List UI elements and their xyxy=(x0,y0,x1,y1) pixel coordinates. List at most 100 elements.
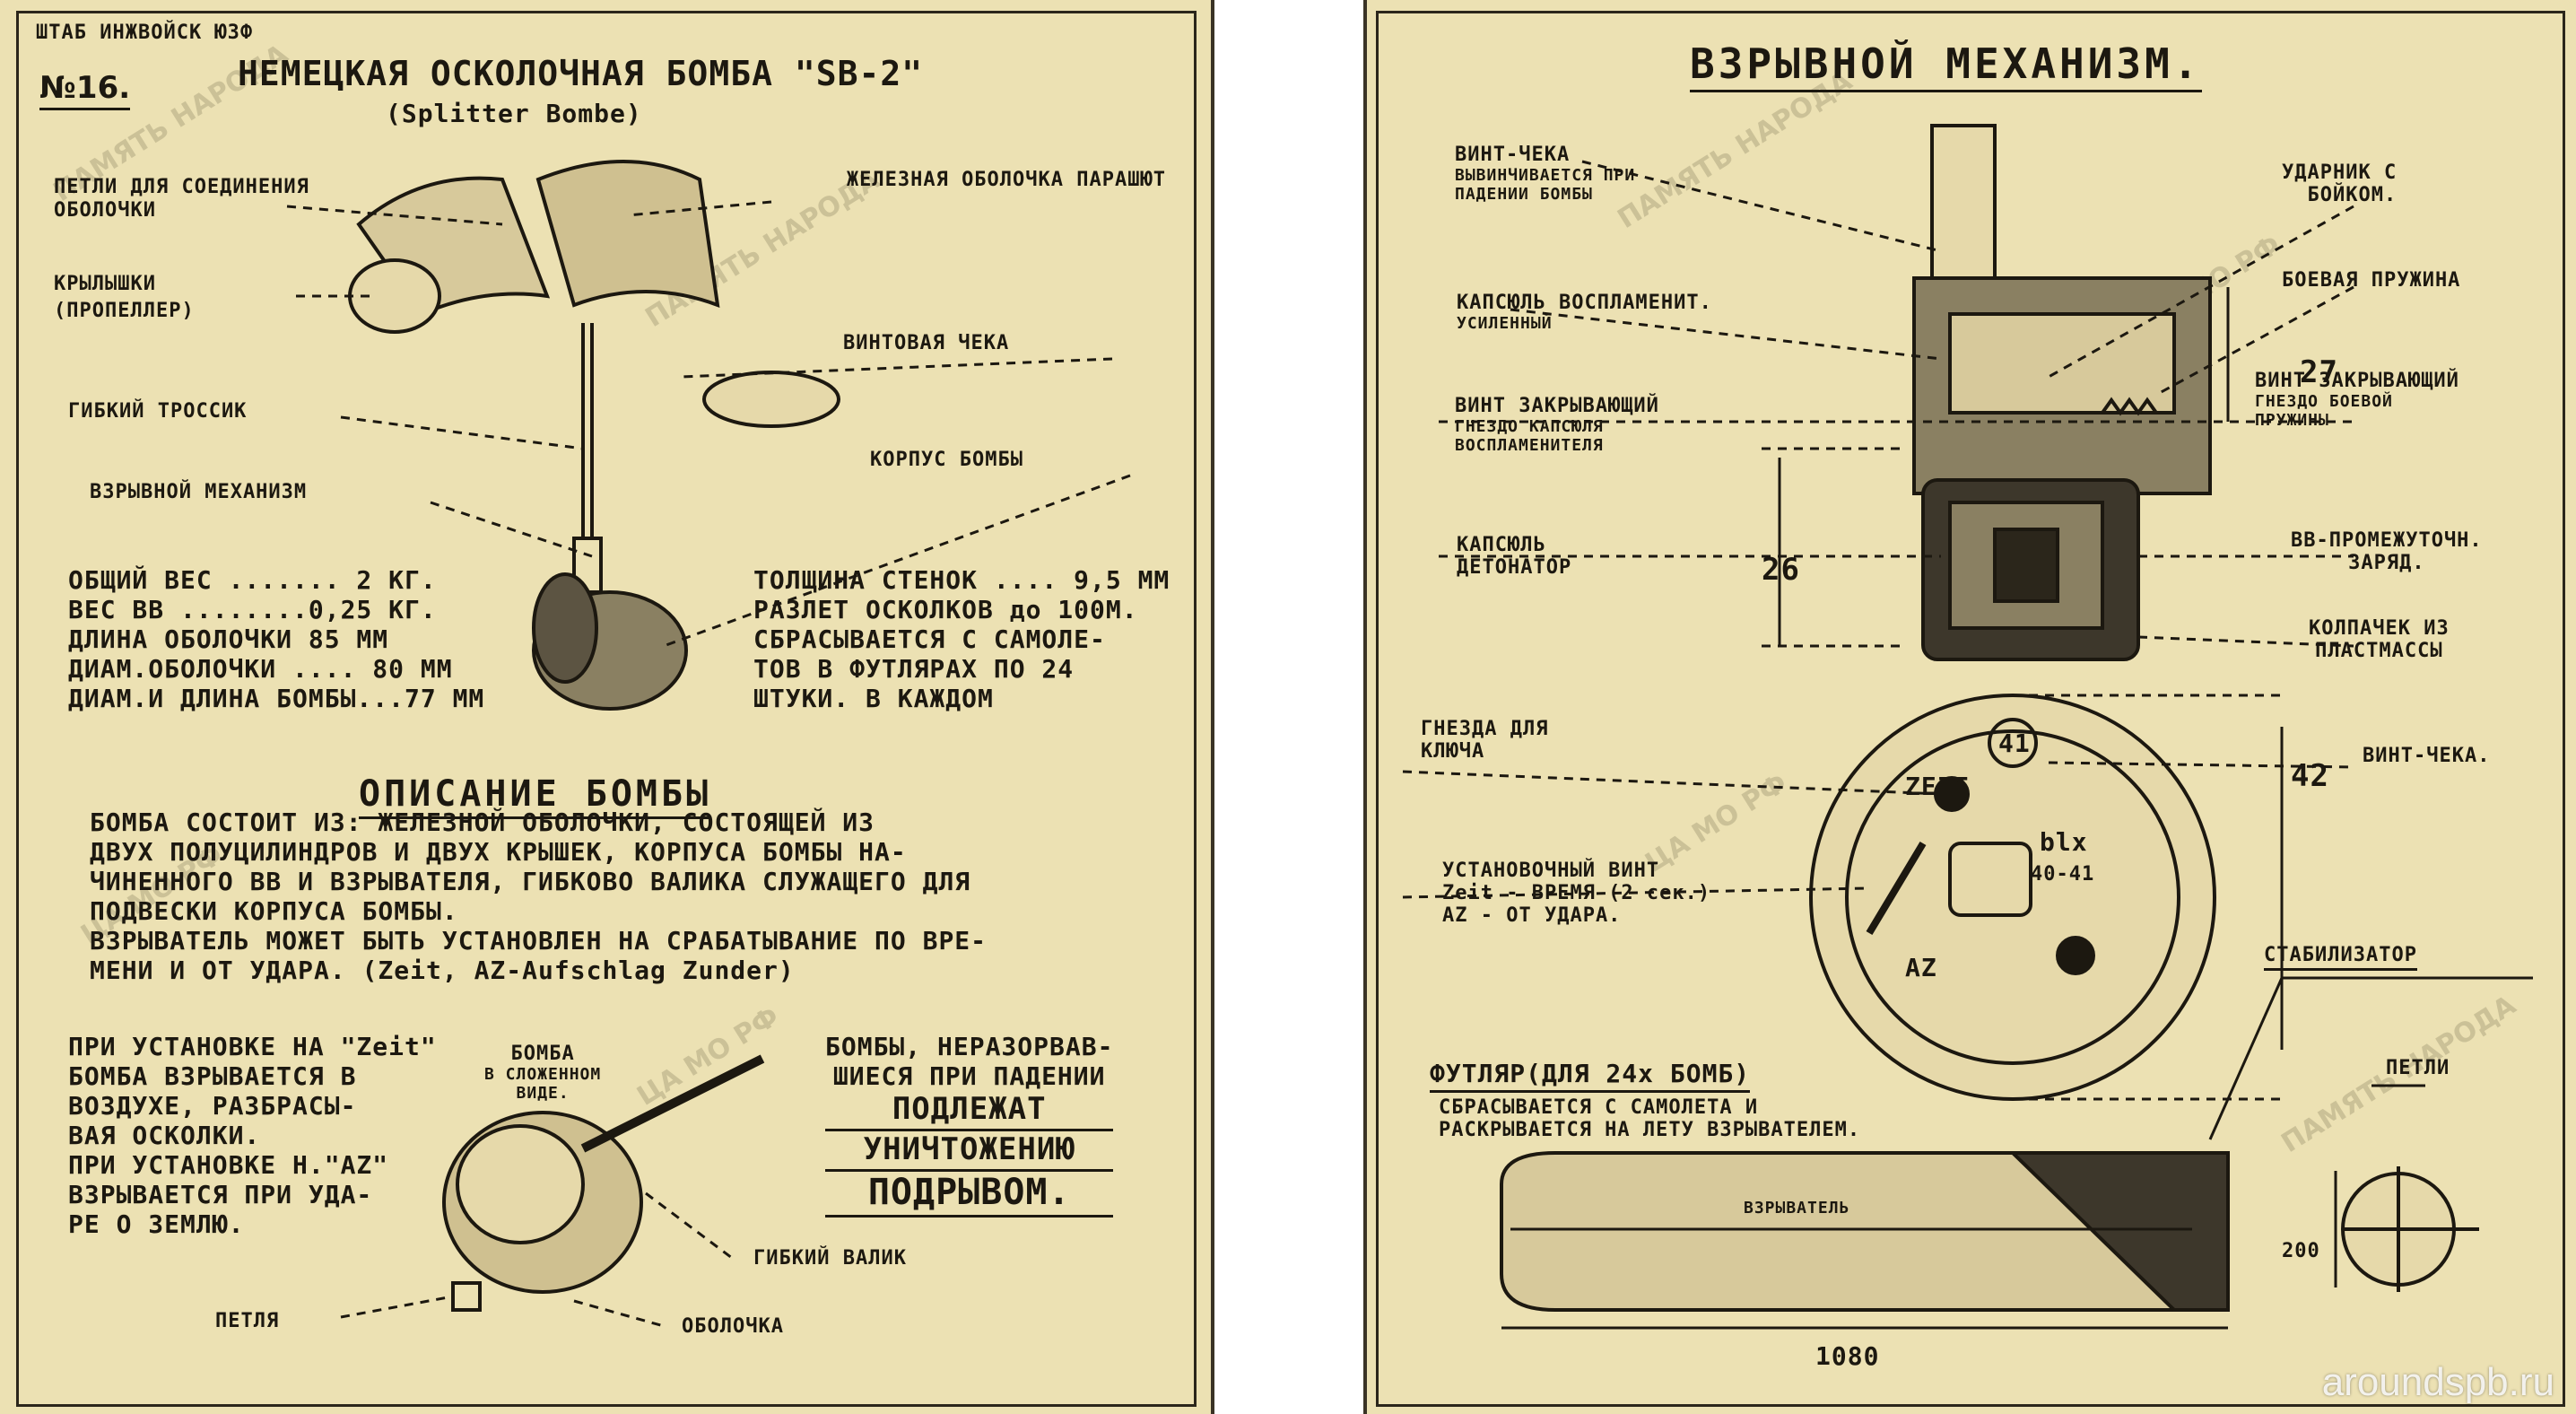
label-flexible-shaft: ГИБКИЙ ВАЛИК xyxy=(753,1247,907,1270)
label-line: ВВ-ПРОМЕЖУТОЧН. xyxy=(2291,529,2483,552)
right-poster-sheet: ПАМЯТЬ НАРОДА ЦА МО РФ ЦА МО РФ ПАМЯТЬ Н… xyxy=(1363,0,2576,1414)
spec-line: ВЕС ВВ ........0,25 КГ. xyxy=(68,595,437,624)
label-line: БОМБА xyxy=(510,1043,575,1065)
spec-line: РАЗЛЕТ ОСКОЛКОВ до 100М. xyxy=(753,595,1138,624)
note-line: БОМБА ВЗРЫВАЕТСЯ В xyxy=(68,1061,357,1091)
poster-title: НЕМЕЦКАЯ ОСКОЛОЧНАЯ БОМБА "SB-2" xyxy=(238,54,924,93)
mechanism-cross-section xyxy=(1402,124,2533,1330)
label-line: КЛЮЧА xyxy=(1421,740,1485,763)
dim-200: 200 xyxy=(2282,1240,2320,1262)
description-line: ДВУХ ПОЛУЦИЛИНДРОВ И ДВУХ КРЫШЕК, КОРПУС… xyxy=(90,837,907,867)
label-loop: ПЕТЛЯ xyxy=(215,1310,280,1332)
description-line: МЕНИ И ОТ УДАРА. (Zeit, AZ-Aufschlag Zun… xyxy=(90,956,795,985)
label-line: ПАДЕНИИ БОМБЫ xyxy=(1455,185,1593,204)
label-striker: УДАРНИК С БОЙКОМ. xyxy=(2282,161,2397,206)
label-wings: КРЫЛЫШКИ (ПРОПЕЛЛЕР) xyxy=(54,273,195,322)
label-line: ЗАРЯД. xyxy=(2348,552,2425,574)
poster-subtitle: (Splitter Bombe) xyxy=(386,99,642,128)
staff-header: ШТАБ ИНЖВОЙСК ЮЗФ xyxy=(36,22,254,44)
label-line: ВЫВИНЧИВАЕТСЯ ПРИ xyxy=(1455,166,1636,185)
label-line: ВИНТ ЗАКРЫВАЮЩИЙ xyxy=(2255,370,2459,392)
label-line: УСИЛЕННЫЙ xyxy=(1457,314,1553,333)
bomb-specs-left: ОБЩИЙ ВЕС ....... 2 КГ. ВЕС ВВ ........0… xyxy=(68,565,484,713)
note-line: ВОЗДУХЕ, РАЗБРАСЫ- xyxy=(68,1091,357,1121)
dim-27: 27 xyxy=(2300,354,2338,390)
label-setting-screw: УСТАНОВОЧНЫЙ ВИНТ Zeit - ВРЕМЯ (2 сек.) … xyxy=(1442,860,1710,927)
note-line: ВЗРЫВАЕТСЯ ПРИ УДА- xyxy=(68,1180,373,1209)
description-block: БОМБА СОСТОИТ ИЗ: ЖЕЛЕЗНОЙ ОБОЛОЧКИ, СОС… xyxy=(90,807,987,985)
label-line: AZ - ОТ УДАРА. xyxy=(1442,904,1622,927)
note-line: ШИЕСЯ ПРИ ПАДЕНИИ xyxy=(832,1061,1106,1091)
page-gutter xyxy=(1211,0,1363,1414)
label-closing-screw: ВИНТ ЗАКРЫВАЮЩИЙ ГНЕЗДО КАПСЮЛЯ ВОСПЛАМЕ… xyxy=(1455,395,1659,455)
note-line: РАСКРЫВАЕТСЯ НА ЛЕТУ ВЗРЫВАТЕЛЕМ. xyxy=(1439,1119,1861,1141)
spec-line: ОБЩИЙ ВЕС ....... 2 КГ. xyxy=(68,565,437,595)
note-line: РЕ О ЗЕМЛЮ. xyxy=(68,1209,245,1239)
spec-line: ДИАМ.ОБОЛОЧКИ .... 80 ММ xyxy=(68,654,453,684)
spec-line: ТОВ В ФУТЛЯРАХ ПО 24 xyxy=(753,654,1075,684)
label-line: ВИДЕ. xyxy=(516,1084,570,1103)
label-line: ГНЕЗДО БОЕВОЙ xyxy=(2255,392,2393,411)
label-screw-pin: ВИНТ-ЧЕКА ВЫВИНЧИВАЕТСЯ ПРИ ПАДЕНИИ БОМБ… xyxy=(1455,144,1635,204)
label-line: ГНЕЗДА ДЛЯ xyxy=(1421,718,1549,740)
dial-code-1: blx xyxy=(2040,827,2088,857)
label-bomb-body: КОРПУС БОМБЫ xyxy=(870,449,1023,471)
label-line: ПЛАСТМАССЫ xyxy=(2315,640,2443,662)
label-line: ВИНТ-ЧЕКА xyxy=(1455,144,1571,166)
dial-zeit-label: ZEIT xyxy=(1905,772,1970,801)
mechanism-title: ВЗРЫВНОЙ МЕХАНИЗМ. xyxy=(1690,39,2202,92)
label-stabilizer: СТАБИЛИЗАТОР xyxy=(2264,944,2417,971)
label-screw-pin-2: ВИНТ-ЧЕКА. xyxy=(2363,745,2491,767)
description-line: ЧИНЕННОГО ВВ И ВЗРЫВАТЕЛЯ, ГИБКОВО ВАЛИК… xyxy=(90,867,971,896)
label-line: УСТАНОВОЧНЫЙ ВИНТ xyxy=(1442,860,1660,882)
spec-line: СБРАСЫВАЕТСЯ С САМОЛЕ- xyxy=(753,624,1106,654)
note-line: ПОДРЫВОМ. xyxy=(825,1172,1114,1218)
label-line: КОЛПАЧЕК ИЗ xyxy=(2309,617,2450,640)
spec-line: ШТУКИ. В КАЖДОМ xyxy=(753,684,994,713)
label-plastic-cap: КОЛПАЧЕК ИЗ ПЛАСТМАССЫ xyxy=(2309,617,2450,662)
note-line: ПРИ УСТАНОВКЕ Н."AZ" xyxy=(68,1150,389,1180)
site-watermark: aroundspb.ru xyxy=(2321,1360,2554,1404)
open-bomb-drawing xyxy=(286,160,1131,711)
description-line: БОМБА СОСТОИТ ИЗ: ЖЕЛЕЗНОЙ ОБОЛОЧКИ, СОС… xyxy=(90,807,875,837)
label-line: КАПСЮЛЬ xyxy=(1457,534,1546,556)
spec-line: ДЛИНА ОБОЛОЧКИ 85 ММ xyxy=(68,624,389,654)
label-line: В СЛОЖЕННОМ xyxy=(484,1065,602,1084)
label-booster: ВВ-ПРОМЕЖУТОЧН. ЗАРЯД. xyxy=(2291,529,2483,574)
dim-42: 42 xyxy=(2291,758,2329,794)
description-line: ПОДВЕСКИ КОРПУСА БОМБЫ. xyxy=(90,896,458,926)
label-closing-screw-spring: ВИНТ ЗАКРЫВАЮЩИЙ ГНЕЗДО БОЕВОЙ ПРУЖИНЫ xyxy=(2255,370,2459,430)
spec-line: ТОЛЩИНА СТЕНОК .... 9,5 ММ xyxy=(753,565,1171,595)
label-combat-spring: БОЕВАЯ ПРУЖИНА xyxy=(2282,269,2461,292)
label-detonator: КАПСЮЛЬ ДЕТОНАТОР xyxy=(1457,534,1571,579)
note-line: ПОДЛЕЖАТ xyxy=(825,1091,1114,1131)
label-fuze: ВЗРЫВАТЕЛЬ xyxy=(1744,1199,1850,1218)
label-explosive-mechanism: ВЗРЫВНОЙ МЕХАНИЗМ xyxy=(90,481,308,503)
label-key-sockets: ГНЕЗДА ДЛЯ КЛЮЧА xyxy=(1421,718,1548,763)
unexploded-note: БОМБЫ, НЕРАЗОРВАВ- ШИЕСЯ ПРИ ПАДЕНИИ ПОД… xyxy=(825,1032,1114,1218)
label-line: КАПСЮЛЬ ВОСПЛАМЕНИТ. xyxy=(1457,292,1712,314)
label-loops: ПЕТЛИ xyxy=(2386,1057,2450,1079)
label-line: ДЕТОНАТОР xyxy=(1457,556,1572,579)
folded-bomb-drawing xyxy=(340,1054,765,1328)
label-flexible-cable: ГИБКИЙ ТРОССИК xyxy=(68,400,248,423)
label-line: УДАРНИК С xyxy=(2282,161,2398,184)
description-line: ВЗРЫВАТЕЛЬ МОЖЕТ БЫТЬ УСТАНОВЛЕН НА СРАБ… xyxy=(90,926,988,956)
note-line: УНИЧТОЖЕНИЮ xyxy=(825,1131,1114,1172)
note-line: СБРАСЫВАЕТСЯ С САМОЛЕТА И xyxy=(1439,1096,1759,1119)
label-case: ФУТЛЯР(ДЛЯ 24х БОМБ) xyxy=(1430,1059,1751,1093)
poster-number: №16. xyxy=(39,70,131,110)
bomb-specs-right: ТОЛЩИНА СТЕНОК .... 9,5 ММ РАЗЛЕТ ОСКОЛК… xyxy=(753,565,1170,713)
label-iron-shell: ЖЕЛЕЗНАЯ ОБОЛОЧКА ПАРАШЮТ xyxy=(846,169,1166,191)
dim-26: 26 xyxy=(1762,552,1800,588)
spec-line: ДИАМ.И ДЛИНА БОМБЫ...77 ММ xyxy=(68,684,485,713)
zeit-note: ПРИ УСТАНОВКЕ НА "Zeit" БОМБА ВЗРЫВАЕТСЯ… xyxy=(68,1032,437,1239)
label-line: Zeit - ВРЕМЯ (2 сек.) xyxy=(1442,882,1711,904)
label-line: ПРУЖИНЫ xyxy=(2255,411,2329,430)
label-capsule: КАПСЮЛЬ ВОСПЛАМЕНИТ. УСИЛЕННЫЙ xyxy=(1457,292,1712,333)
note-line: ВАЯ ОСКОЛКИ. xyxy=(68,1121,261,1150)
dim-1080: 1080 xyxy=(1815,1341,1880,1371)
description-title: ОПИСАНИЕ БОМБЫ xyxy=(359,773,712,819)
dial-code-2: 40-41 xyxy=(2031,863,2095,886)
label-line: ВИНТ ЗАКРЫВАЮЩИЙ xyxy=(1455,395,1659,417)
